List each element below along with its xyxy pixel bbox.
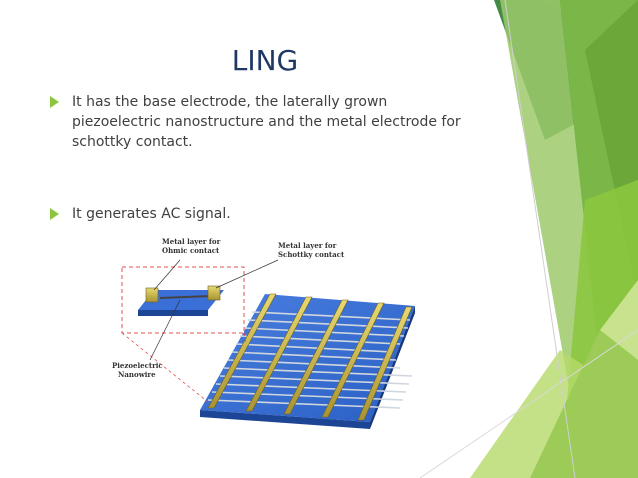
piezoelectric-nanowire-label: Piezoelectric — [112, 361, 163, 370]
bullet-arrow-icon — [50, 96, 59, 108]
piezoelectric-nanowire-label: Nanowire — [118, 370, 156, 379]
schottky-contact-label: Schottky contact — [278, 250, 345, 259]
ling-device-figure: Metal layer for Ohmic contact Metal laye… — [112, 237, 415, 429]
ohmic-contact-label: Metal layer for — [162, 237, 221, 246]
bullet-item: It has the base electrode, the laterally… — [50, 92, 490, 156]
bullet-text: It generates AC signal. — [72, 206, 231, 222]
bullet-text: It has the base electrode, the laterally… — [72, 94, 461, 150]
inset-single-nanowire-device — [121, 266, 247, 403]
label-leader-lines — [149, 259, 279, 361]
ohmic-contact-label: Ohmic contact — [162, 246, 220, 255]
slide-title: LING — [231, 44, 299, 77]
bullet-arrow-icon — [50, 208, 59, 220]
bullet-item: It generates AC signal. — [50, 204, 490, 226]
electrode-stripes — [207, 293, 413, 421]
schottky-contact-label: Metal layer for — [278, 241, 337, 250]
